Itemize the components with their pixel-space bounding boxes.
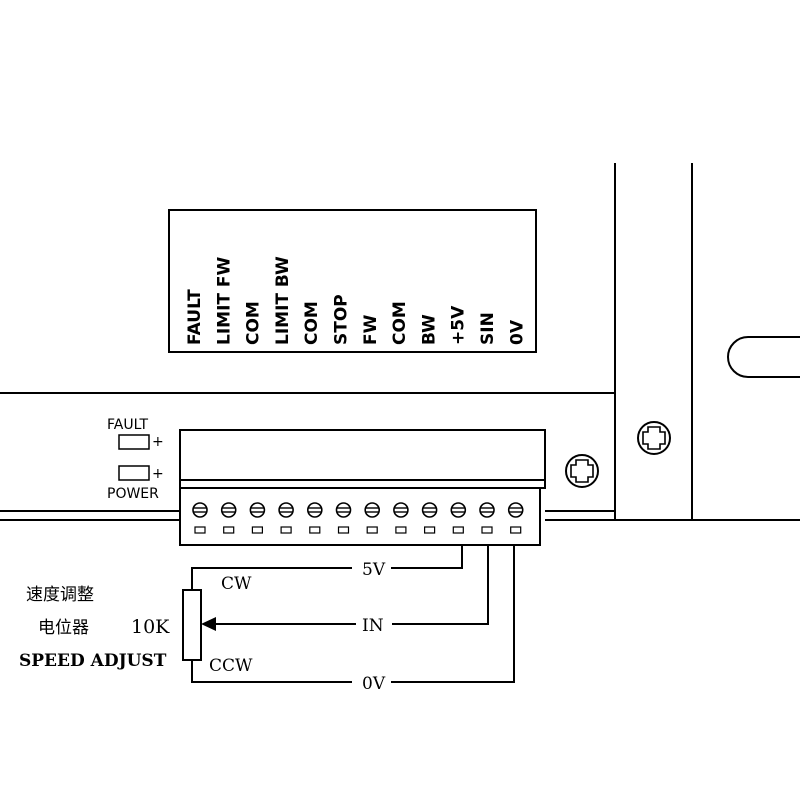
screw-icon: [637, 421, 671, 455]
terminal-label: BW: [419, 314, 439, 345]
pot-ccw-label: CCW: [209, 656, 253, 676]
terminal-screw[interactable]: [450, 502, 467, 534]
terminal-label: FAULT: [185, 289, 205, 345]
terminal-screw[interactable]: [364, 502, 381, 534]
pot-cw-label: CW: [221, 574, 252, 594]
terminal-screw[interactable]: [335, 502, 352, 534]
screw-terminal-row: [192, 502, 524, 534]
terminal-label: +5V: [449, 305, 469, 345]
pot-chinese-label-1: 速度调整: [26, 585, 94, 605]
terminal-label: LIMIT FW: [214, 256, 234, 345]
fault-plus-sign: +: [152, 434, 164, 450]
mounting-slot: [727, 336, 800, 378]
terminal-label: SIN: [478, 312, 498, 345]
terminal-label: 0V: [507, 319, 527, 345]
terminal-block: [179, 429, 546, 546]
terminal-screw[interactable]: [249, 502, 266, 534]
terminal-screw[interactable]: [479, 502, 495, 534]
terminal-screw[interactable]: [507, 502, 524, 534]
terminal-screw[interactable]: [306, 502, 323, 534]
pot-english-label: SPEED ADJUST: [19, 651, 167, 671]
terminal-label: COM: [390, 301, 410, 345]
terminal-label-group: FAULT LIMIT FW COM LIMIT BW COM STOP FW COM BW +5…: [185, 256, 527, 345]
terminal-label-plate: [168, 209, 537, 353]
terminal-screw[interactable]: [220, 502, 237, 534]
terminal-label: COM: [244, 301, 264, 345]
controller-housing: [0, 163, 800, 521]
terminal-screw[interactable]: [192, 502, 208, 534]
terminal-screw[interactable]: [393, 502, 409, 534]
pot-value-label: 10K: [131, 616, 170, 638]
fault-led: [118, 434, 150, 450]
terminal-screw[interactable]: [421, 502, 438, 534]
wire-label-in: IN: [362, 616, 384, 636]
power-led: [118, 465, 150, 481]
terminal-label: COM: [302, 301, 322, 345]
potentiometer: [182, 589, 202, 661]
terminal-label: LIMIT BW: [273, 256, 293, 345]
terminal-screw[interactable]: [278, 502, 294, 534]
power-indicator-label: POWER: [107, 486, 159, 502]
fault-indicator-label: FAULT: [107, 417, 148, 433]
terminal-label: STOP: [332, 294, 352, 345]
pot-chinese-label-2: 电位器: [38, 618, 89, 638]
wiper-arrow: [201, 617, 216, 631]
screw-icon: [565, 454, 599, 488]
wire-label-5v: 5V: [362, 560, 386, 580]
terminal-label: FW: [361, 314, 381, 345]
wire-label-0v: 0V: [362, 674, 386, 694]
power-plus-sign: +: [152, 466, 164, 482]
wires: [191, 545, 515, 683]
